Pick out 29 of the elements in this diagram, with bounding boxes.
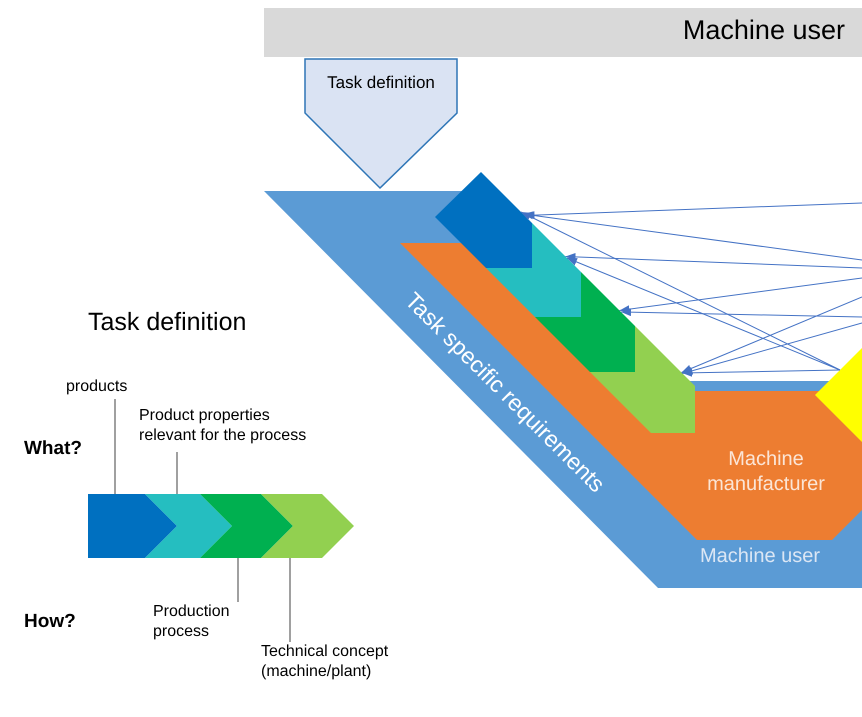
- row-label: How?: [24, 610, 76, 634]
- shape-label: Machine manufacturer: [706, 447, 826, 497]
- row-label: What?: [24, 437, 82, 461]
- arrow: [565, 252, 862, 268]
- arrow: [681, 296, 862, 373]
- arrow: [520, 212, 840, 370]
- header-band: [264, 8, 862, 57]
- shape-label: Machine user: [682, 14, 845, 47]
- arrow: [619, 278, 862, 314]
- annotation-text: products: [66, 377, 128, 397]
- leader-line: [176, 452, 178, 494]
- leader-line: [114, 398, 116, 494]
- arrow: [682, 322, 862, 375]
- arrow: [566, 258, 840, 370]
- shape-label: Machine user: [698, 544, 822, 569]
- annotation-text: Product properties relevant for the process: [139, 406, 308, 446]
- arrow: [682, 368, 840, 377]
- heading: Task definition: [88, 307, 246, 338]
- arrow: [620, 308, 862, 318]
- chevron-shape: [435, 172, 532, 268]
- chevron-shape: [261, 494, 354, 558]
- pentagon-shape: [305, 59, 457, 188]
- chevron-shape: [145, 494, 232, 558]
- chevron-shape: [200, 494, 293, 558]
- chevron-shape: [88, 494, 177, 558]
- annotation-text: Production process: [153, 602, 230, 642]
- arrow: [522, 211, 862, 260]
- annotation-text: Technical concept (machine/plant): [261, 642, 390, 682]
- shape-label: Task definition: [326, 72, 436, 94]
